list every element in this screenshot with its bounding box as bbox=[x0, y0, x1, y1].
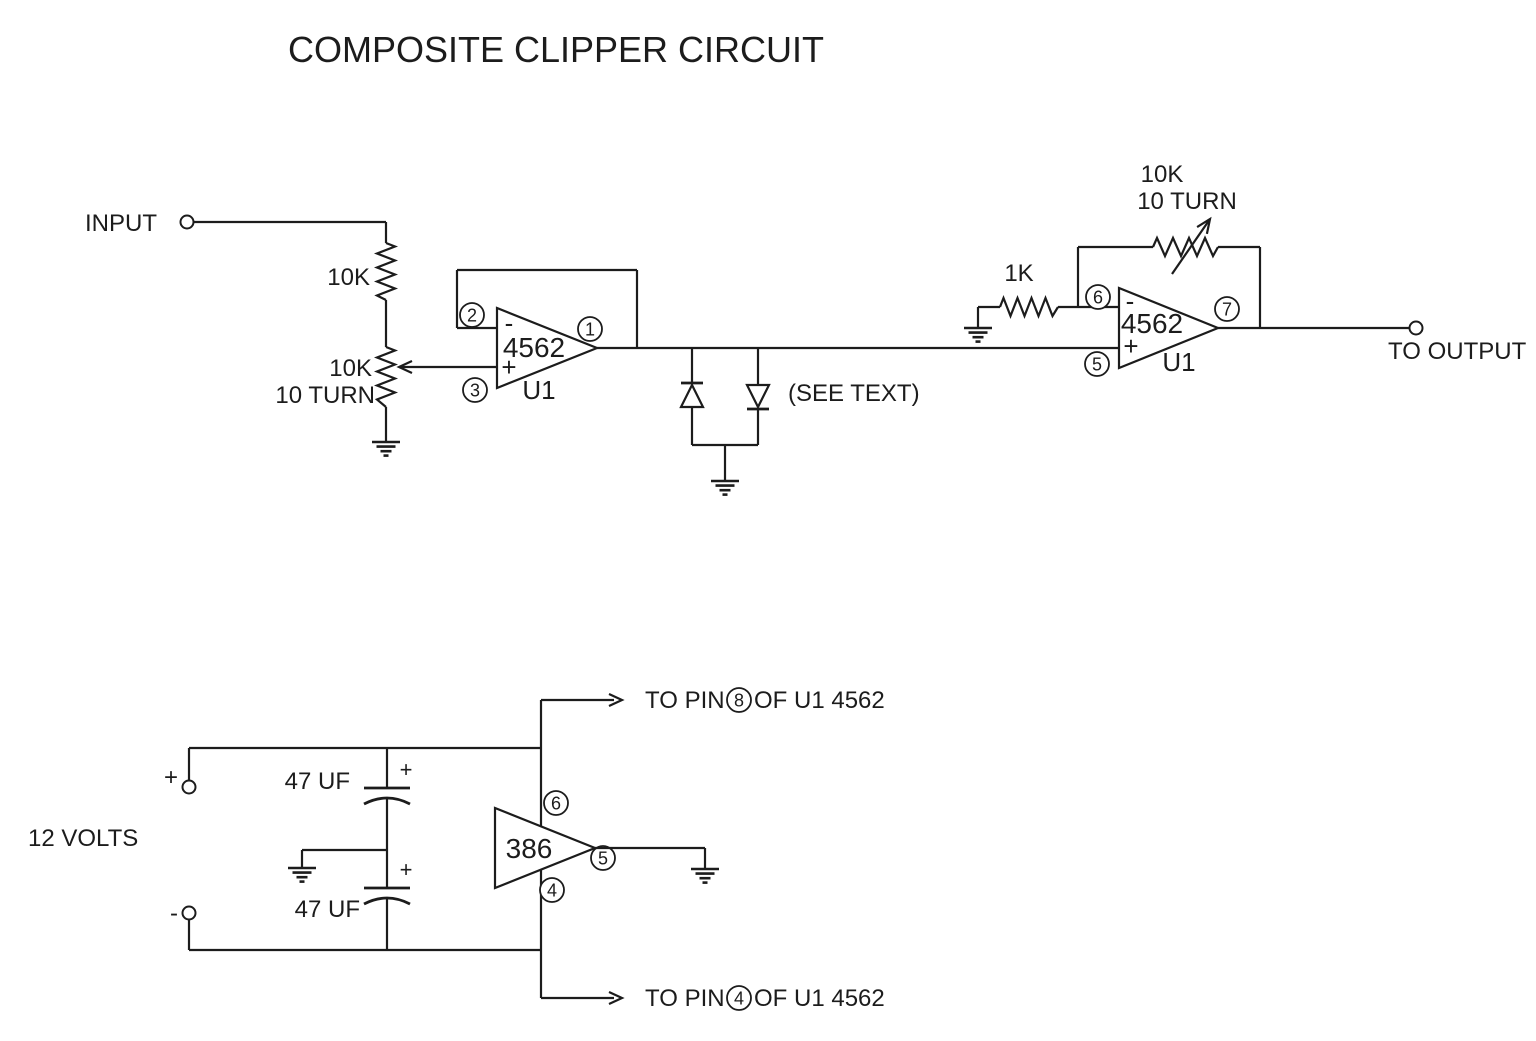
pin-number: 8 bbox=[734, 691, 744, 711]
cap2-polarity-sign: + bbox=[400, 857, 413, 882]
output-terminal bbox=[1408, 320, 1424, 336]
potentiometer-feedback bbox=[1151, 235, 1219, 259]
ground-symbol bbox=[286, 866, 318, 883]
pin-circle bbox=[726, 985, 752, 1011]
diode1-icon bbox=[679, 382, 705, 409]
pin-circle bbox=[459, 302, 485, 328]
pin-number: 4 bbox=[734, 989, 744, 1009]
capacitor-c2: + 47 UF bbox=[295, 857, 413, 923]
opamp1-triangle bbox=[495, 306, 600, 390]
pin-number: 1 bbox=[585, 320, 595, 340]
input-stage: INPUT 10K 10K 10 TURN bbox=[85, 210, 497, 457]
pin-number: 6 bbox=[1093, 288, 1103, 308]
opamp2-pin6-badge: 6 bbox=[1085, 284, 1111, 310]
amp386-pin4-badge: 4 bbox=[539, 877, 565, 903]
supply-minus-terminal bbox=[181, 905, 197, 921]
amp386-pin5-badge: 5 bbox=[590, 845, 616, 871]
pin-circle bbox=[577, 316, 603, 342]
ground-symbol bbox=[689, 867, 721, 884]
pot-feedback-value: 10K bbox=[1141, 161, 1184, 188]
schematic-title: COMPOSITE CLIPPER CIRCUIT bbox=[288, 29, 824, 70]
capacitor-c1: + 47 UF bbox=[285, 757, 413, 806]
resistor-r2 bbox=[998, 294, 1059, 320]
resistor-r1-value: 10K bbox=[327, 264, 370, 291]
potentiometer-input bbox=[373, 345, 399, 408]
pin-number: 6 bbox=[551, 794, 561, 814]
to-pin4-suffix: OF U1 4562 bbox=[754, 985, 885, 1012]
cap1-polarity-sign: + bbox=[400, 757, 413, 782]
gain-stage: 1K 10K 10 TURN - 4562 + U1 6 5 7 T bbox=[962, 161, 1527, 377]
pin-circle bbox=[1214, 296, 1240, 322]
pot-input-value: 10K bbox=[329, 355, 372, 382]
opamp2-pin7-badge: 7 bbox=[1214, 296, 1240, 322]
to-pin8-suffix: OF U1 4562 bbox=[754, 687, 885, 714]
pin-number: 4 bbox=[547, 881, 557, 901]
pin-number: 2 bbox=[467, 306, 477, 326]
ground-symbol bbox=[709, 479, 741, 496]
see-text-note: (SEE TEXT) bbox=[788, 380, 920, 407]
opamp1-pin2-badge: 2 bbox=[459, 302, 485, 328]
pin-number: 5 bbox=[598, 849, 608, 869]
to-pin8-prefix: TO PIN bbox=[645, 687, 725, 714]
pin-circle bbox=[726, 687, 752, 713]
diode2-icon bbox=[745, 383, 771, 410]
clipper-diodes: (SEE TEXT) bbox=[679, 348, 920, 496]
cap2-value: 47 UF bbox=[295, 896, 360, 923]
resistor-r1 bbox=[373, 241, 399, 301]
pot-input-turns: 10 TURN bbox=[275, 382, 375, 409]
opamp1-part-number: 4562 bbox=[503, 332, 565, 363]
pin-circle bbox=[539, 877, 565, 903]
pin-number: 7 bbox=[1222, 300, 1232, 320]
input-label: INPUT bbox=[85, 210, 157, 237]
pin-circle bbox=[1084, 351, 1110, 377]
opamp1-ref: U1 bbox=[522, 375, 555, 405]
amp386-part-number: 386 bbox=[506, 833, 553, 864]
opamp2-plus-sign: + bbox=[1123, 331, 1138, 361]
arrowhead-icon bbox=[608, 991, 625, 1005]
to-pin4-callout: TO PIN 4 OF U1 4562 bbox=[541, 985, 885, 1012]
wiper-arrowhead-icon bbox=[396, 360, 413, 374]
pin-circle bbox=[1085, 284, 1111, 310]
opamp2-part-number: 4562 bbox=[1121, 308, 1183, 339]
supply-voltage-label: 12 VOLTS bbox=[28, 825, 138, 852]
arrowhead-icon bbox=[608, 693, 625, 707]
pin-number: 3 bbox=[470, 381, 480, 401]
power-supply: 12 VOLTS + - + 47 UF + 47 UF bbox=[28, 687, 885, 1012]
pin-circle bbox=[543, 790, 569, 816]
opamp2-minus-sign: - bbox=[1126, 286, 1135, 316]
output-label: TO OUTPUT bbox=[1388, 338, 1527, 365]
opamp1-minus-sign: - bbox=[505, 308, 514, 338]
opamp1-pin3-badge: 3 bbox=[462, 377, 488, 403]
opamp2-triangle bbox=[1117, 286, 1221, 370]
opamp2-pin5-badge: 5 bbox=[1084, 351, 1110, 377]
battery-plus-sign: + bbox=[164, 764, 178, 791]
to-pin4-prefix: TO PIN bbox=[645, 985, 725, 1012]
amp386-pin6-badge: 6 bbox=[543, 790, 569, 816]
opamp1-plus-sign: + bbox=[501, 352, 516, 382]
pin-number: 5 bbox=[1092, 355, 1102, 375]
pot-arrowhead-icon bbox=[1196, 216, 1212, 235]
input-terminal bbox=[179, 214, 195, 230]
pin-circle bbox=[462, 377, 488, 403]
to-pin8-callout: TO PIN 8 OF U1 4562 bbox=[541, 687, 885, 714]
ground-symbol bbox=[370, 440, 402, 457]
pot-feedback-turns: 10 TURN bbox=[1137, 188, 1237, 215]
cap1-value: 47 UF bbox=[285, 768, 350, 795]
opamp1-pin1-badge: 1 bbox=[577, 316, 603, 342]
ground-symbol bbox=[962, 326, 994, 343]
resistor-r2-value: 1K bbox=[1004, 260, 1033, 287]
supply-plus-terminal bbox=[181, 779, 197, 795]
opamp2-ref: U1 bbox=[1162, 347, 1195, 377]
amp386-triangle bbox=[493, 806, 598, 890]
opamp1-buffer: - 4562 + U1 2 3 1 bbox=[455, 268, 639, 405]
pin-circle bbox=[590, 845, 616, 871]
pot-arrow-shaft bbox=[1171, 218, 1211, 275]
battery-minus-sign: - bbox=[170, 900, 178, 927]
